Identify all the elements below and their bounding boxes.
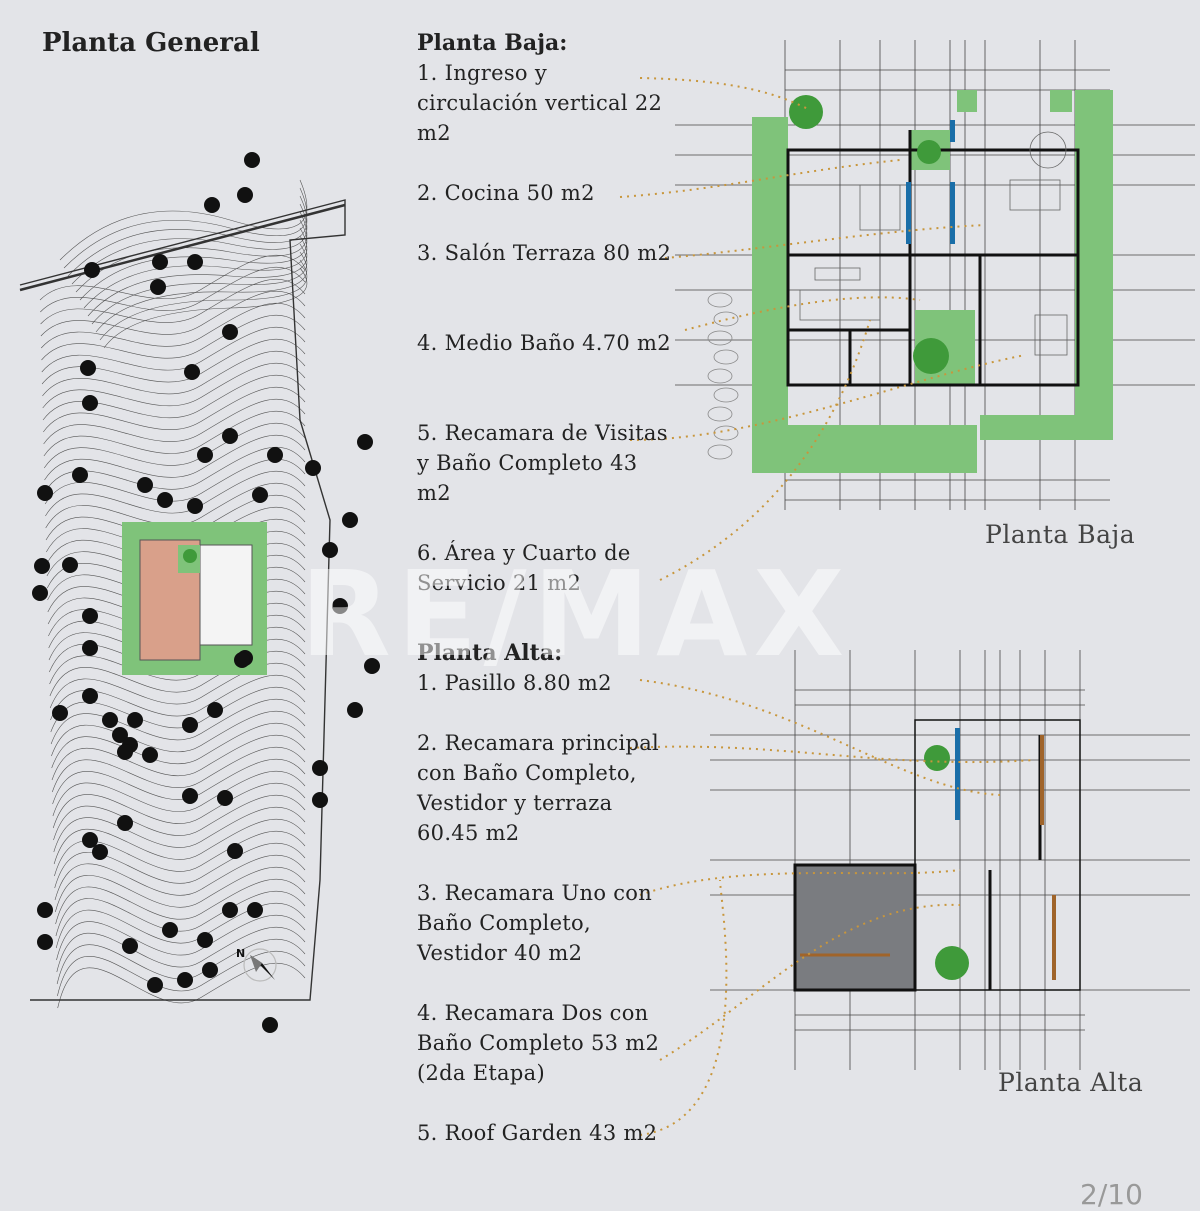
planta-baja-title: Planta Baja: [417, 30, 568, 56]
stair [955, 728, 960, 820]
list-item: 4. Medio Baño 4.70 m2 [417, 331, 671, 355]
stair [906, 120, 955, 244]
list-item: 3. Salón Terraza 80 m2 [417, 241, 672, 265]
list-item: 2. Cocina 50 m2 [417, 181, 595, 205]
planta-alta-title: Planta Alta: [417, 640, 563, 666]
planta-baja-caption: Planta Baja [985, 520, 1136, 549]
list-item: 5. Roof Garden 43 m2 [417, 1121, 658, 1145]
remax-watermark: RE/MAX [300, 545, 851, 683]
list-item: 1. Ingreso y circulación vertical 22 m2 [417, 61, 663, 145]
furniture [799, 131, 1068, 356]
page-number: 2/10 [1080, 1178, 1143, 1211]
house-footprint [122, 522, 267, 675]
north-arrow-icon: N [236, 947, 277, 982]
wood-elements [1040, 735, 1056, 980]
planta-general-title: Planta General [42, 28, 260, 58]
list-item: 2. Recamara principal con Baño Completo,… [417, 731, 660, 845]
list-item: 3. Recamara Uno con Baño Completo, Vesti… [417, 881, 653, 965]
tree-symbols [924, 745, 969, 980]
list-item: 5. Recamara de Visitas y Baño Completo 4… [417, 421, 668, 505]
svg-text:N: N [236, 947, 245, 960]
list-item: 1. Pasillo 8.80 m2 [417, 671, 612, 695]
contour-lines [39, 179, 308, 1009]
list-item: 6. Área y Cuarto de Servicio 21 m2 [417, 541, 631, 595]
green-areas [752, 90, 1113, 473]
planta-alta-caption: Planta Alta [998, 1068, 1144, 1097]
site-boundary [19, 199, 346, 1001]
trees [32, 152, 380, 1033]
roof-garden-area [795, 865, 915, 990]
list-item: 4. Recamara Dos con Baño Completo 53 m2 … [417, 1001, 660, 1085]
tree-symbols [789, 95, 949, 374]
